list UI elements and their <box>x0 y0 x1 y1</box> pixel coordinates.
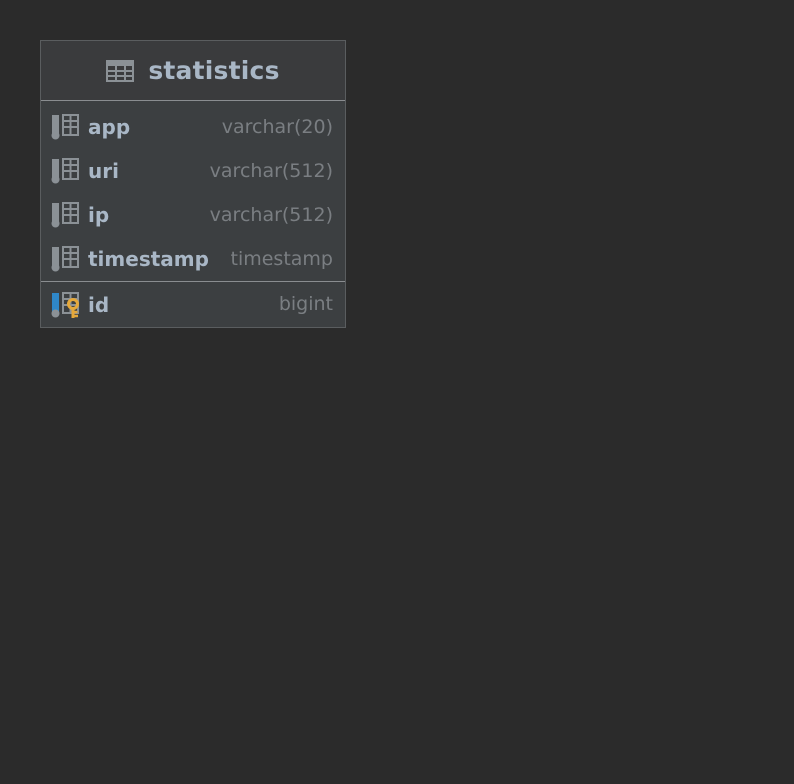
field-type: timestamp <box>230 247 334 270</box>
field-row-app[interactable]: app varchar(20) <box>41 105 345 149</box>
field-row-timestamp[interactable]: timestamp timestamp <box>41 237 345 281</box>
field-name: uri <box>88 159 119 183</box>
field-name: ip <box>88 203 110 227</box>
entity-title: statistics <box>148 56 280 85</box>
field-name: app <box>88 115 131 139</box>
column-icon <box>51 202 79 228</box>
table-icon <box>106 59 135 82</box>
column-icon <box>51 114 79 140</box>
primary-key-icon <box>51 291 79 318</box>
field-list: app varchar(20) uri varchar(512) <box>41 101 345 282</box>
field-type: varchar(512) <box>209 159 333 182</box>
field-row-ip[interactable]: ip varchar(512) <box>41 193 345 237</box>
field-row-uri[interactable]: uri varchar(512) <box>41 149 345 193</box>
field-type: bigint <box>278 293 333 315</box>
field-row-id[interactable]: id bigint <box>41 282 345 327</box>
field-type: varchar(512) <box>209 203 333 226</box>
primary-key-section: id bigint <box>41 282 345 327</box>
entity-header: statistics <box>41 41 345 101</box>
field-name: id <box>88 292 110 317</box>
field-name: timestamp <box>88 247 209 271</box>
column-icon <box>51 158 79 184</box>
column-icon <box>51 246 79 272</box>
entity-box-statistics[interactable]: statistics app varchar(20) <box>40 40 346 328</box>
field-type: varchar(20) <box>221 115 333 138</box>
